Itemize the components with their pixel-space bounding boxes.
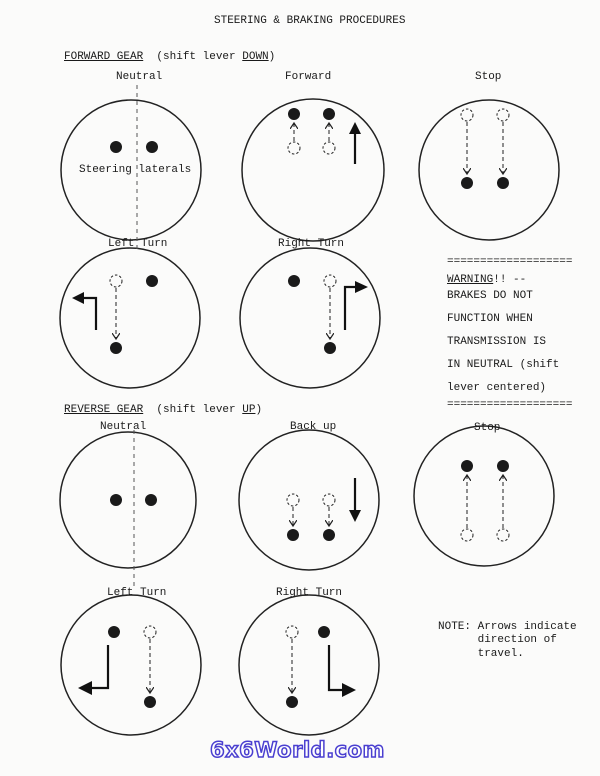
- label-steering-laterals: Steering laterals: [79, 164, 192, 176]
- label-neutral: Neutral: [116, 71, 163, 83]
- label-forward: Forward: [285, 71, 332, 83]
- diagram-reverse-back-up: [238, 429, 380, 571]
- note-line: direction of: [438, 634, 557, 646]
- label-stop: Stop: [475, 71, 502, 83]
- arrow-turn-left-icon: [90, 645, 110, 690]
- arrow-turn-left-icon: [82, 296, 98, 330]
- forward-gear-heading: FORWARD GEAR (shift lever DOWN): [64, 51, 275, 63]
- label-left-turn: Left Turn: [107, 587, 167, 599]
- reverse-gear-heading: REVERSE GEAR (shift lever UP): [64, 404, 262, 416]
- label-right-turn: Right Turn: [276, 587, 343, 599]
- warning-rule-bottom: ===================: [447, 399, 573, 411]
- warning-line: IN NEUTRAL (shift: [447, 359, 560, 371]
- label-left-turn: Left Turn: [108, 238, 168, 250]
- diagram-reverse-right-turn: [238, 594, 380, 736]
- diagram-forward-right-turn: [239, 247, 381, 389]
- note-pre: (shift lever: [156, 404, 243, 416]
- warning-line: BRAKES DO NOT: [447, 290, 533, 302]
- warning-line: FUNCTION WHEN: [447, 313, 533, 325]
- warning-line: lever centered): [447, 382, 547, 394]
- note-emph: UP: [242, 404, 256, 416]
- heading-text: FORWARD GEAR: [64, 51, 144, 63]
- watermark-logo: 6x6World.com: [209, 737, 385, 763]
- label-neutral: Neutral: [100, 421, 147, 433]
- diagram-forward-left-turn: [59, 247, 201, 389]
- note-pre: (shift lever: [156, 51, 243, 63]
- label-back-up: Back up: [290, 421, 337, 433]
- warning-word: WARNING: [447, 274, 494, 286]
- note-emph: DOWN: [242, 51, 269, 63]
- note-post: ): [255, 404, 263, 416]
- diagram-forward-neutral: [60, 99, 202, 241]
- diagram-reverse-left-turn: [60, 594, 202, 736]
- warning-suffix: !! --: [493, 274, 527, 286]
- diagram-forward-stop: [418, 99, 560, 241]
- page-title: STEERING & BRAKING PROCEDURES: [214, 15, 406, 27]
- note-line: NOTE: Arrows indicate: [438, 621, 577, 633]
- arrow-turn-right-icon: [327, 645, 344, 692]
- label-right-turn: Right Turn: [278, 238, 345, 250]
- heading-text: REVERSE GEAR: [64, 404, 144, 416]
- label-stop: Stop: [474, 422, 501, 434]
- warning-line: TRANSMISSION IS: [447, 336, 547, 348]
- warning-label: WARNING!! --: [447, 274, 526, 286]
- diagram-forward-forward: [241, 98, 385, 242]
- diagram-reverse-stop: [413, 425, 555, 567]
- diagram-reverse-neutral: [59, 431, 197, 569]
- arrow-turn-right-icon: [343, 285, 356, 330]
- note-line: travel.: [438, 648, 524, 660]
- note-post: ): [268, 51, 276, 63]
- warning-rule-top: ===================: [447, 256, 573, 268]
- lateral-dots: [108, 108, 509, 708]
